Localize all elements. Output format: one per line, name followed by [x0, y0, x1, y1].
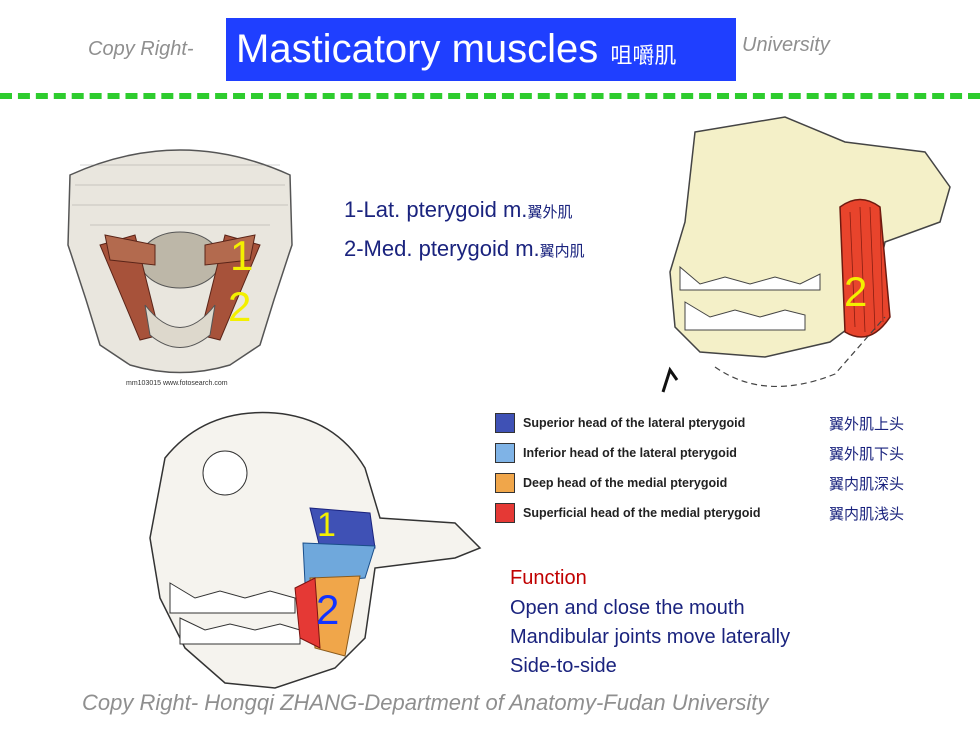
- legend-label: Inferior head of the lateral pterygoid: [523, 446, 737, 460]
- label-lateral-pterygoid-cn: 翼外肌: [527, 204, 573, 221]
- label-medial-pterygoid-en: 2-Med. pterygoid m.: [344, 236, 540, 261]
- legend-label-cn: 翼外肌上头: [829, 415, 905, 433]
- legend-label: Superior head of the lateral pterygoid: [523, 416, 746, 430]
- function-line-2: Mandibular joints move laterally: [510, 626, 791, 648]
- label-lateral-pterygoid: 1-Lat. pterygoid m.翼外肌: [344, 197, 572, 223]
- legend-swatch-blue: [495, 413, 515, 433]
- figure-number-2-lateral: 2: [844, 268, 868, 315]
- function-line-1: Open and close the mouth: [510, 597, 745, 619]
- header-copyright-left: Copy Right-: [88, 38, 194, 60]
- function-line-3: Side-to-side: [510, 655, 617, 677]
- title-banner: Masticatory muscles 咀嚼肌: [226, 18, 736, 81]
- dashed-divider: [0, 93, 980, 99]
- label-medial-pterygoid: 2-Med. pterygoid m.翼内肌: [344, 236, 585, 262]
- legend-swatch-red: [495, 503, 515, 523]
- label-lateral-pterygoid-en: 1-Lat. pterygoid m.: [344, 197, 528, 222]
- footer-copyright: Copy Right- Hongqi ZHANG-Department of A…: [82, 690, 769, 715]
- legend-label: Superficial head of the medial pterygoid: [523, 506, 761, 520]
- page-title-chinese: 咀嚼肌: [610, 42, 677, 68]
- legend-swatch-orange: [495, 473, 515, 493]
- figure-number-2-bottom: 2: [316, 586, 340, 633]
- muscle-legend: Superior head of the lateral pterygoid 翼…: [495, 408, 965, 528]
- label-medial-pterygoid-cn: 翼内肌: [539, 243, 585, 260]
- figure-number-2: 2: [228, 283, 252, 330]
- function-heading: Function: [510, 567, 587, 589]
- figure-caption-text: mm103015 www.fotosearch.com: [126, 380, 228, 387]
- legend-swatch-light-blue: [495, 443, 515, 463]
- legend-label-cn: 翼内肌浅头: [829, 505, 905, 523]
- figure-number-1: 1: [230, 232, 254, 279]
- legend-label-cn: 翼外肌下头: [829, 445, 905, 463]
- legend-row: Superficial head of the medial pterygoid…: [495, 498, 965, 528]
- legend-row: Superior head of the lateral pterygoid 翼…: [495, 408, 965, 438]
- page-title: Masticatory muscles: [236, 27, 599, 71]
- legend-label: Deep head of the medial pterygoid: [523, 476, 728, 490]
- figure-number-1-bottom: 1: [317, 506, 336, 544]
- legend-row: Deep head of the medial pterygoid 翼内肌深头: [495, 468, 965, 498]
- header-copyright-right: University: [742, 34, 830, 56]
- skull-lateral-both-muscles-figure: 1 2: [135, 398, 485, 693]
- skull-posterior-figure: 1 2 mm103015 www.fotosearch.com: [60, 135, 300, 375]
- legend-row: Inferior head of the lateral pterygoid 翼…: [495, 438, 965, 468]
- legend-label-cn: 翼内肌深头: [829, 475, 905, 493]
- skull-lateral-medial-pterygoid-figure: 2: [655, 112, 955, 402]
